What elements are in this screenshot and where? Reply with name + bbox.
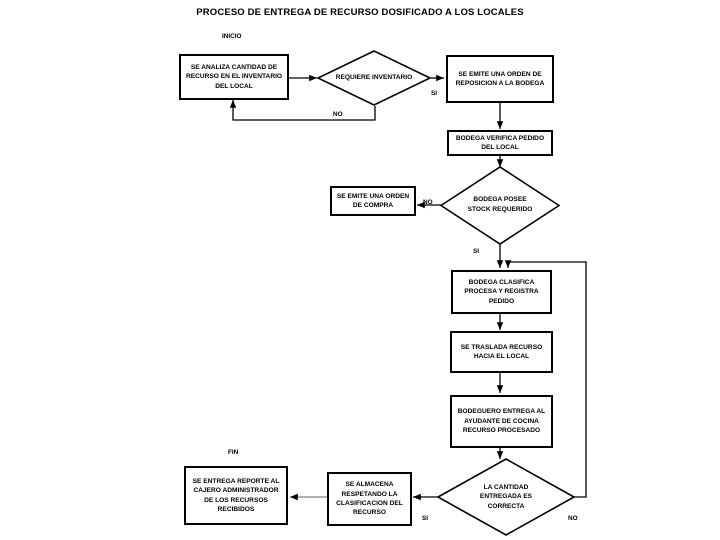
node-bodeguero-entrega-label: BODEGUERO ENTREGA AL AYUDANTE DE COCINA … — [457, 408, 546, 435]
node-emite-orden-compra-label: SE EMITE UNA ORDEN DE COMPRA — [336, 192, 410, 209]
node-bodega-verifica-label: BODEGA VERIFICA PEDIDO DEL LOCAL — [455, 134, 545, 151]
edge-label-stock-si: SI — [473, 248, 480, 255]
node-se-traslada[interactable]: SE TRASLADA RECURSO HACIA EL LOCAL — [450, 331, 553, 373]
node-emite-orden-compra[interactable]: SE EMITE UNA ORDEN DE COMPRA — [330, 186, 416, 216]
node-se-almacena[interactable]: SE ALMACENA RESPETANDO LA CLASIFICACION … — [327, 472, 412, 526]
node-bodega-verifica[interactable]: BODEGA VERIFICA PEDIDO DEL LOCAL — [447, 130, 553, 156]
node-bodeguero-entrega[interactable]: BODEGUERO ENTREGA AL AYUDANTE DE COCINA … — [450, 395, 553, 448]
node-emite-orden-reposicion-label: SE EMITE UNA ORDEN DE REPOSICION A LA BO… — [455, 70, 545, 87]
node-emite-orden-reposicion[interactable]: SE EMITE UNA ORDEN DE REPOSICION A LA BO… — [446, 55, 554, 103]
node-se-traslada-label: SE TRASLADA RECURSO HACIA EL LOCAL — [460, 343, 543, 360]
edge-label-requiere-si: SI — [431, 90, 438, 97]
start-marker-label: INICIO — [222, 33, 242, 40]
node-bodega-posee-stock[interactable] — [440, 166, 560, 245]
edge-label-correcta-no: NO — [568, 515, 578, 522]
node-analiza-cantidad-label: SE ANALIZA CANTIDAD DE RECURSO EN EL INV… — [185, 63, 283, 90]
node-cantidad-correcta[interactable] — [437, 458, 575, 536]
node-bodega-clasifica[interactable]: BODEGA CLASIFICA PROCESA Y REGISTRA PEDI… — [451, 270, 552, 314]
node-bodega-clasifica-label: BODEGA CLASIFICA PROCESA Y REGISTRA PEDI… — [464, 278, 539, 305]
node-requiere-inventario[interactable] — [317, 50, 431, 106]
node-entrega-reporte[interactable]: SE ENTREGA REPORTE AL CAJERO ADMINISTRAD… — [184, 466, 288, 525]
node-analiza-cantidad[interactable]: SE ANALIZA CANTIDAD DE RECURSO EN EL INV… — [179, 54, 289, 100]
end-marker-label: FIN — [228, 449, 239, 456]
edge-label-correcta-si: SI — [422, 515, 429, 522]
edge-label-stock-no: NO — [423, 199, 433, 206]
node-entrega-reporte-label: SE ENTREGA REPORTE AL CAJERO ADMINISTRAD… — [192, 477, 280, 513]
page-title: PROCESO DE ENTREGA DE RECURSO DOSIFICADO… — [196, 7, 524, 18]
node-se-almacena-label: SE ALMACENA RESPETANDO LA CLASIFICACION … — [336, 481, 403, 517]
edge-label-requiere-no: NO — [333, 111, 343, 118]
